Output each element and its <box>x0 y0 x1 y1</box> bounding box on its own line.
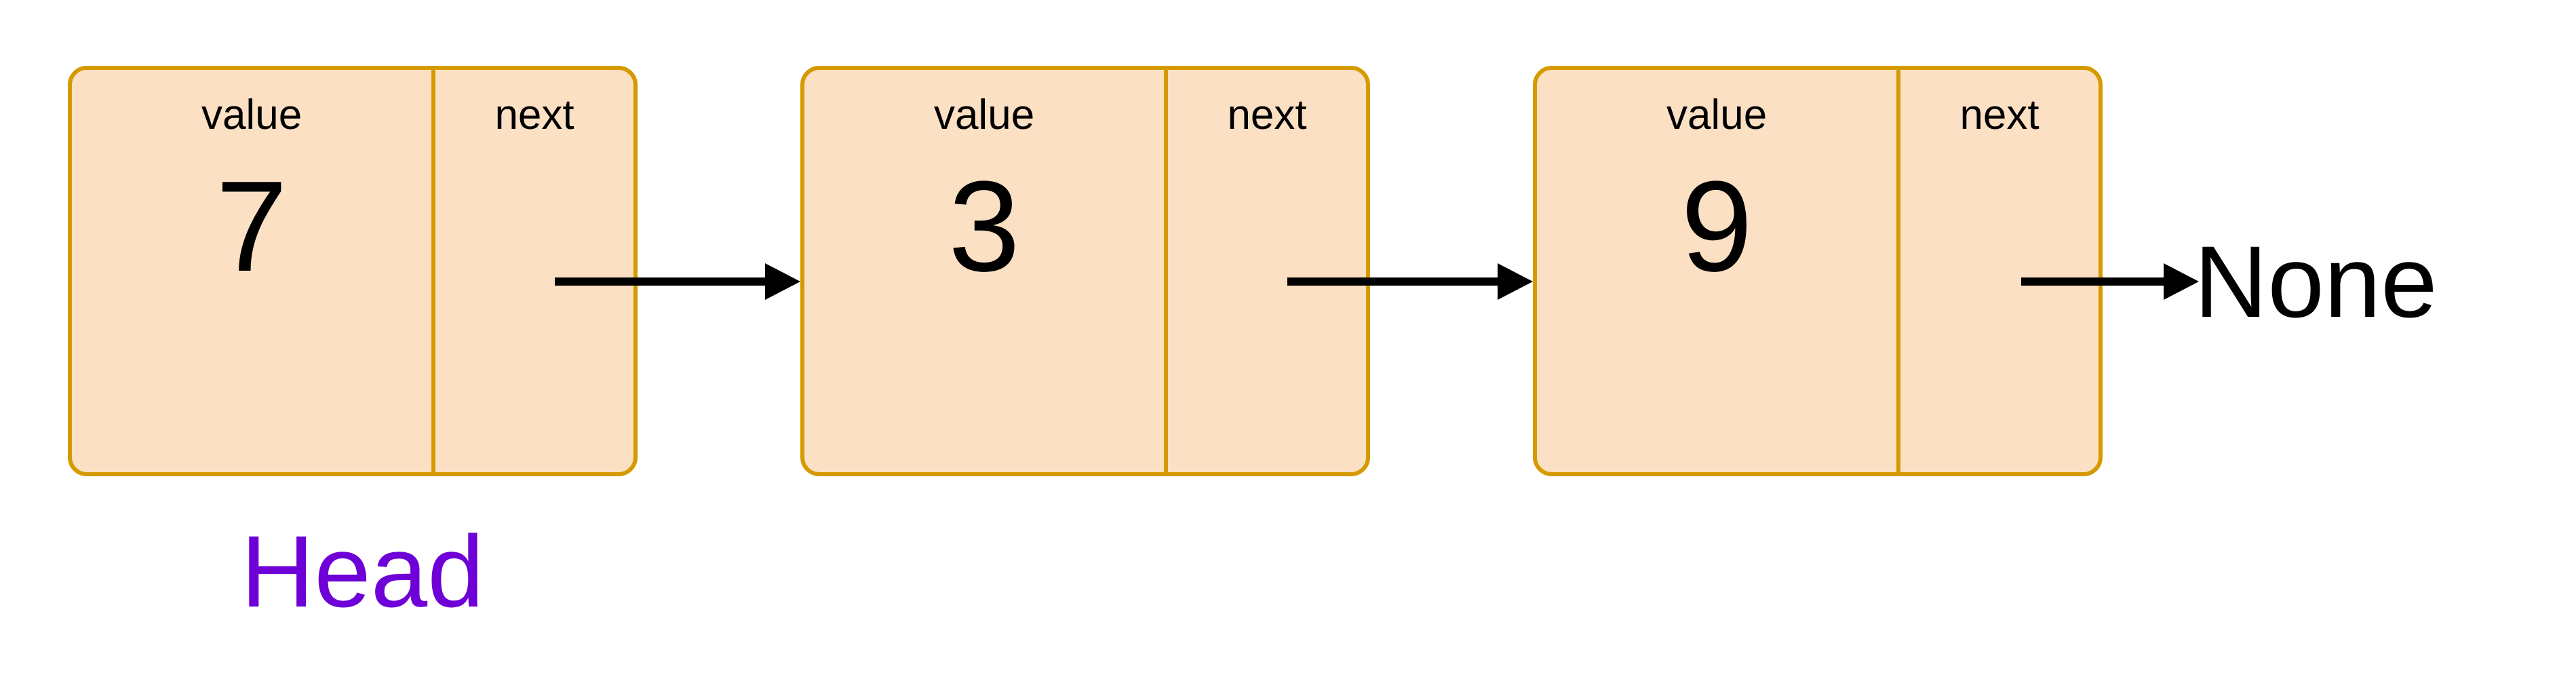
node-3-value-label: value <box>1666 92 1768 138</box>
arrow-head-icon <box>2164 263 2199 300</box>
node-1-value: 7 <box>216 155 288 299</box>
arrow-shaft <box>2021 277 2165 286</box>
node-2-next-cell: next <box>1168 70 1366 472</box>
arrow-shaft <box>555 277 766 286</box>
node-2-next-label: next <box>1227 92 1307 138</box>
node-3-value-cell: value 9 <box>1537 70 1901 472</box>
node-2-value-label: value <box>933 92 1035 138</box>
node-1-next-cell: next <box>435 70 633 472</box>
node-1-value-label: value <box>201 92 303 138</box>
node-3-next-cell: next <box>1900 70 2099 472</box>
node-1-value-cell: value 7 <box>72 70 436 472</box>
node-3-next-label: next <box>1959 92 2040 138</box>
arrow-node-2-to-node-3 <box>1287 263 1533 300</box>
arrow-node-3-to-none <box>2021 263 2199 300</box>
linked-list-node-3[interactable]: value 9 next <box>1533 66 2103 476</box>
arrow-head-icon <box>765 263 800 300</box>
node-2-value: 3 <box>948 155 1020 299</box>
linked-list-node-1[interactable]: value 7 next <box>68 66 638 476</box>
arrow-head-icon <box>1498 263 1533 300</box>
head-pointer-label: Head <box>241 514 484 628</box>
arrow-shaft <box>1287 277 1499 286</box>
node-2-value-cell: value 3 <box>804 70 1169 472</box>
arrow-node-1-to-node-2 <box>555 263 800 300</box>
linked-list-node-2[interactable]: value 3 next <box>800 66 1370 476</box>
node-1-next-label: next <box>494 92 574 138</box>
node-3-value: 9 <box>1681 155 1753 299</box>
null-terminator-label: None <box>2194 225 2438 339</box>
